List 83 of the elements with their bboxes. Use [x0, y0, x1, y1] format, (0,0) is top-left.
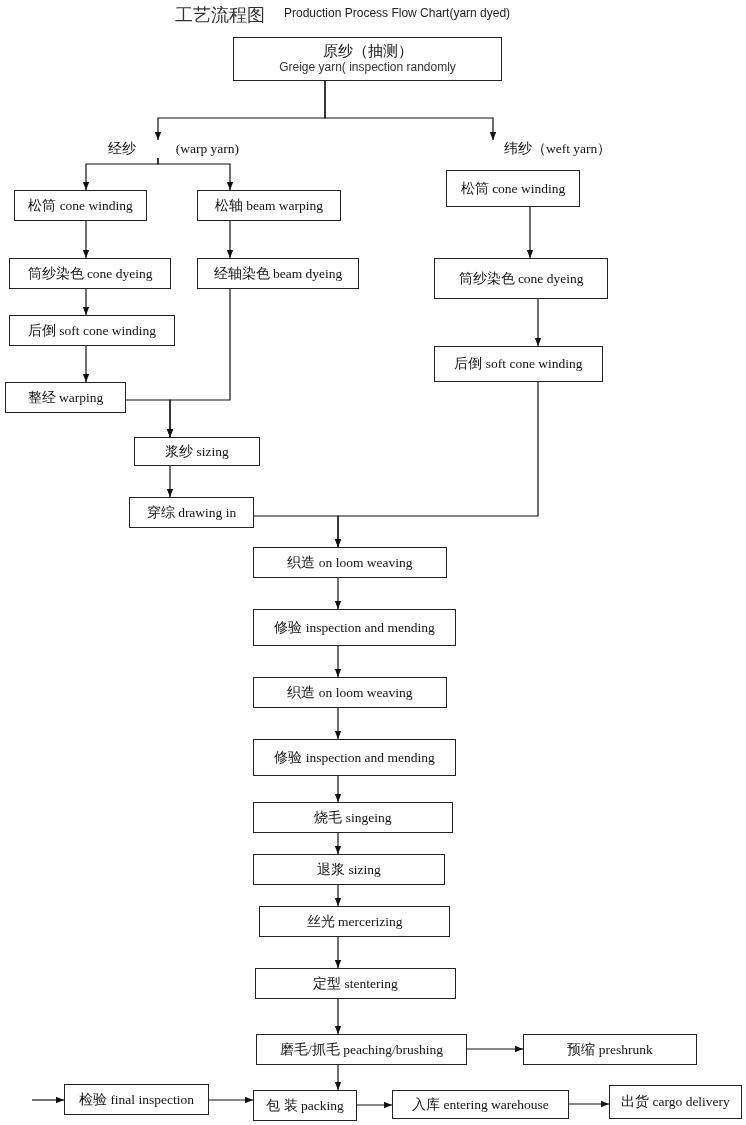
step-label: 出货 cargo delivery — [621, 1094, 730, 1110]
process-box — [233, 37, 502, 81]
step-label: 后倒 soft cone winding — [27, 322, 157, 339]
arrow — [334, 577, 342, 610]
step-label: 烧毛 singeing — [314, 809, 392, 826]
process-box — [259, 906, 450, 937]
arrow — [334, 707, 342, 740]
arrow — [82, 288, 90, 316]
step-label: 定型 stentering — [313, 975, 398, 992]
process-box — [9, 258, 171, 289]
process-box — [434, 346, 603, 382]
arrow — [466, 1045, 524, 1053]
step-label: 织造 on loom weaving — [287, 554, 413, 571]
process-box — [253, 609, 456, 646]
arrow — [356, 1101, 393, 1109]
step-label: 织造 on loom weaving — [287, 684, 413, 701]
arrow — [568, 1100, 610, 1108]
arrow — [226, 220, 234, 259]
process-box — [609, 1085, 742, 1119]
arrow — [334, 775, 342, 803]
process-box — [64, 1084, 209, 1115]
step-label: 包 装 packing — [266, 1097, 344, 1114]
process-box — [392, 1090, 569, 1119]
arrow — [324, 80, 497, 141]
arrow — [82, 345, 90, 383]
arrow — [334, 936, 342, 969]
step-label: 筒纱染色 cone dyeing — [458, 270, 584, 287]
arrow — [157, 157, 234, 191]
step-label: 松筒 cone winding — [28, 197, 133, 214]
step-label: 经轴染色 beam dyeing — [213, 265, 343, 282]
process-box — [253, 739, 456, 776]
process-box — [134, 437, 260, 466]
process-box — [446, 170, 580, 207]
branch-label: 经纱 — [107, 141, 136, 157]
arrow — [334, 998, 342, 1035]
process-box — [523, 1034, 697, 1065]
process-box — [9, 315, 175, 346]
process-box — [5, 382, 126, 413]
step-label: 修验 inspection and mending — [274, 619, 435, 636]
branch-label: 纬纱（weft yarn） — [503, 141, 612, 157]
step-label: 后倒 soft cone winding — [454, 356, 583, 372]
step-label: 修验 inspection and mending — [274, 749, 435, 766]
branch-label: (warp yarn) — [175, 141, 240, 157]
step-label: 丝光 mercerizing — [306, 913, 403, 930]
arrow — [125, 399, 174, 438]
arrow — [82, 220, 90, 259]
step-label: 穿综 drawing in — [146, 504, 237, 521]
step-label: 整经 warping — [27, 389, 104, 406]
arrow — [334, 645, 342, 678]
step-label: 退浆 sizing — [317, 861, 381, 878]
arrow — [166, 465, 174, 498]
process-box — [129, 497, 254, 528]
arrow — [334, 1064, 342, 1091]
step-label: 预缩 preshrunk — [567, 1041, 653, 1058]
arrow — [208, 1096, 254, 1104]
step-label: 检验 final inspection — [79, 1091, 194, 1108]
chart-subtitle: Production Process Flow Chart(yarn dyed) — [284, 6, 511, 20]
step-label: 入库 entering warehouse — [412, 1096, 549, 1113]
arrow — [31, 1096, 65, 1104]
step-label: 磨毛/抓毛 peaching/brushing — [280, 1041, 443, 1058]
step-label: 松轴 beam warping — [214, 197, 324, 214]
process-box — [255, 968, 456, 999]
arrow — [334, 884, 342, 907]
step-label: 松筒 cone winding — [460, 180, 566, 197]
arrow — [334, 832, 342, 855]
step-label: 筒纱染色 cone dyeing — [27, 265, 153, 282]
process-box — [197, 190, 341, 221]
process-box — [253, 1090, 357, 1121]
process-box — [253, 802, 453, 833]
step-label: 原纱（抽测） — [322, 43, 413, 61]
arrow — [526, 206, 534, 259]
process-box — [14, 190, 147, 221]
step-label: 浆纱 sizing — [165, 443, 229, 460]
process-box — [197, 258, 359, 289]
process-box — [434, 258, 608, 299]
arrow — [534, 298, 542, 347]
process-box — [256, 1034, 467, 1065]
process-box — [253, 547, 447, 578]
step-label: Greige yarn( inspection randomly — [279, 60, 456, 75]
process-box — [253, 677, 447, 708]
arrow — [334, 381, 539, 548]
chart-title: 工艺流程图 — [175, 4, 265, 27]
process-box — [253, 854, 445, 885]
